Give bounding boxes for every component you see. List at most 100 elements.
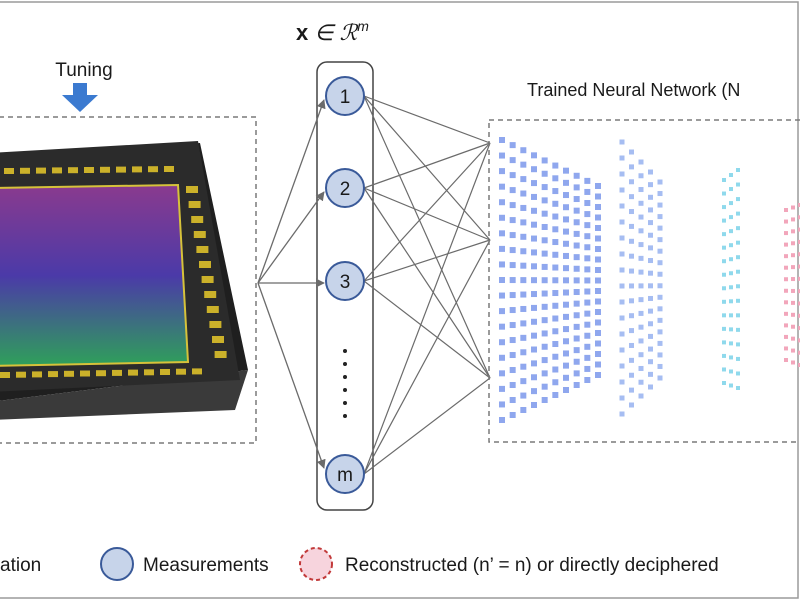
neuron-cell xyxy=(784,311,788,316)
neuron-cell xyxy=(729,257,733,262)
neuron-cell xyxy=(595,267,601,273)
neuron-cell xyxy=(573,289,580,296)
neuron-cell xyxy=(736,226,740,231)
chip-pad xyxy=(201,276,214,283)
neuron-cell xyxy=(791,205,795,210)
neuron-cell xyxy=(573,242,580,249)
neuron-cell xyxy=(509,412,516,418)
chip-pad xyxy=(132,166,142,173)
neuron-cell xyxy=(629,194,634,200)
neuron-cell xyxy=(552,251,559,258)
neuron-cell xyxy=(657,306,663,312)
neuron-cell xyxy=(552,213,559,220)
neuron-cell xyxy=(563,216,569,223)
neuron-cell xyxy=(573,277,580,284)
neuron-cell xyxy=(657,294,663,300)
chip-pad xyxy=(212,336,224,343)
neuron-cell xyxy=(531,388,537,395)
vector-domain: ∈ ℛ xyxy=(308,20,358,45)
neuron-cell xyxy=(638,310,644,316)
neuron-cell xyxy=(657,317,663,323)
neuron-cell xyxy=(509,247,516,254)
neuron-cell xyxy=(784,219,788,224)
neuron-cell xyxy=(584,266,591,273)
neuron-cell xyxy=(657,179,663,185)
neuron-cell xyxy=(509,367,516,374)
neuron-cell xyxy=(584,211,591,218)
neuron-cell xyxy=(531,180,537,187)
neuron-cell xyxy=(499,230,505,237)
neuron-cell xyxy=(784,208,788,212)
neuron-cell xyxy=(563,326,569,333)
neuron-cell xyxy=(552,277,559,284)
neuron-cell xyxy=(791,253,795,258)
vector-label: x ∈ ℛm xyxy=(296,18,369,45)
connection-line xyxy=(363,95,491,379)
chip-pad xyxy=(68,167,78,174)
neuron-cell xyxy=(509,397,516,404)
neuron-cell xyxy=(798,276,800,281)
neuron-cell xyxy=(584,343,591,350)
neuron-cell xyxy=(657,225,663,231)
neuron-cell xyxy=(595,183,601,189)
neuron-cell xyxy=(573,207,580,214)
neuron-cell xyxy=(584,310,591,317)
neuron-cell xyxy=(629,209,634,215)
neuron-cell xyxy=(499,323,505,330)
neuron-cell xyxy=(520,363,527,370)
neuron-cell xyxy=(509,217,516,224)
neuron-cell xyxy=(584,177,591,184)
neuron-cell xyxy=(791,336,795,341)
legend-label-measurements: Measurements xyxy=(143,555,269,576)
neuron-cell xyxy=(629,372,634,378)
neuron-cell xyxy=(722,245,726,250)
neuron-cell xyxy=(784,265,788,270)
measurement-node-3: 3 xyxy=(325,261,365,301)
connection-line xyxy=(363,187,491,241)
neuron-cell xyxy=(619,331,625,337)
sensor-panel xyxy=(0,116,257,444)
node-label: m xyxy=(337,465,353,486)
chip-pad xyxy=(209,321,222,328)
neuron-cell xyxy=(520,161,527,168)
connection-line xyxy=(363,280,491,379)
legend-measurement-icon xyxy=(100,547,134,581)
neuron-cell xyxy=(595,319,601,326)
neuron-cell xyxy=(629,298,634,304)
neuron-cell xyxy=(509,307,516,314)
neuron-cell xyxy=(638,242,644,248)
neuron-cell xyxy=(573,370,580,377)
neuron-cell xyxy=(563,289,569,296)
neuron-cell xyxy=(541,170,548,177)
neuron-cell xyxy=(657,363,663,369)
connection-line xyxy=(363,142,491,282)
neuron-cell xyxy=(638,187,644,193)
neuron-cell xyxy=(541,263,548,270)
arrow xyxy=(257,282,326,469)
neuron-cell xyxy=(648,245,653,251)
neuron-cell xyxy=(509,382,516,389)
neuron-cell xyxy=(629,238,634,244)
neuron-cell xyxy=(595,277,601,284)
neuron-cell xyxy=(552,353,559,360)
neuron-cell xyxy=(619,411,625,417)
connection-line xyxy=(363,187,491,379)
neuron-cell xyxy=(736,211,740,216)
neuron-cell xyxy=(509,262,516,269)
neuron-cell xyxy=(798,252,800,257)
neuron-cell xyxy=(619,299,625,305)
neuron-cell xyxy=(552,188,559,195)
neuron-cell xyxy=(648,258,653,264)
neuron-cell xyxy=(520,291,527,298)
neuron-cell xyxy=(520,305,527,312)
neuron-cell xyxy=(595,235,601,242)
neuron-cell xyxy=(729,173,733,177)
chip-pad xyxy=(186,186,198,193)
neuron-cell xyxy=(648,182,653,188)
chip-pad xyxy=(100,166,110,173)
neuron-cell xyxy=(573,254,580,261)
measurement-node-2: 2 xyxy=(325,168,365,208)
chip-pad xyxy=(64,370,74,377)
